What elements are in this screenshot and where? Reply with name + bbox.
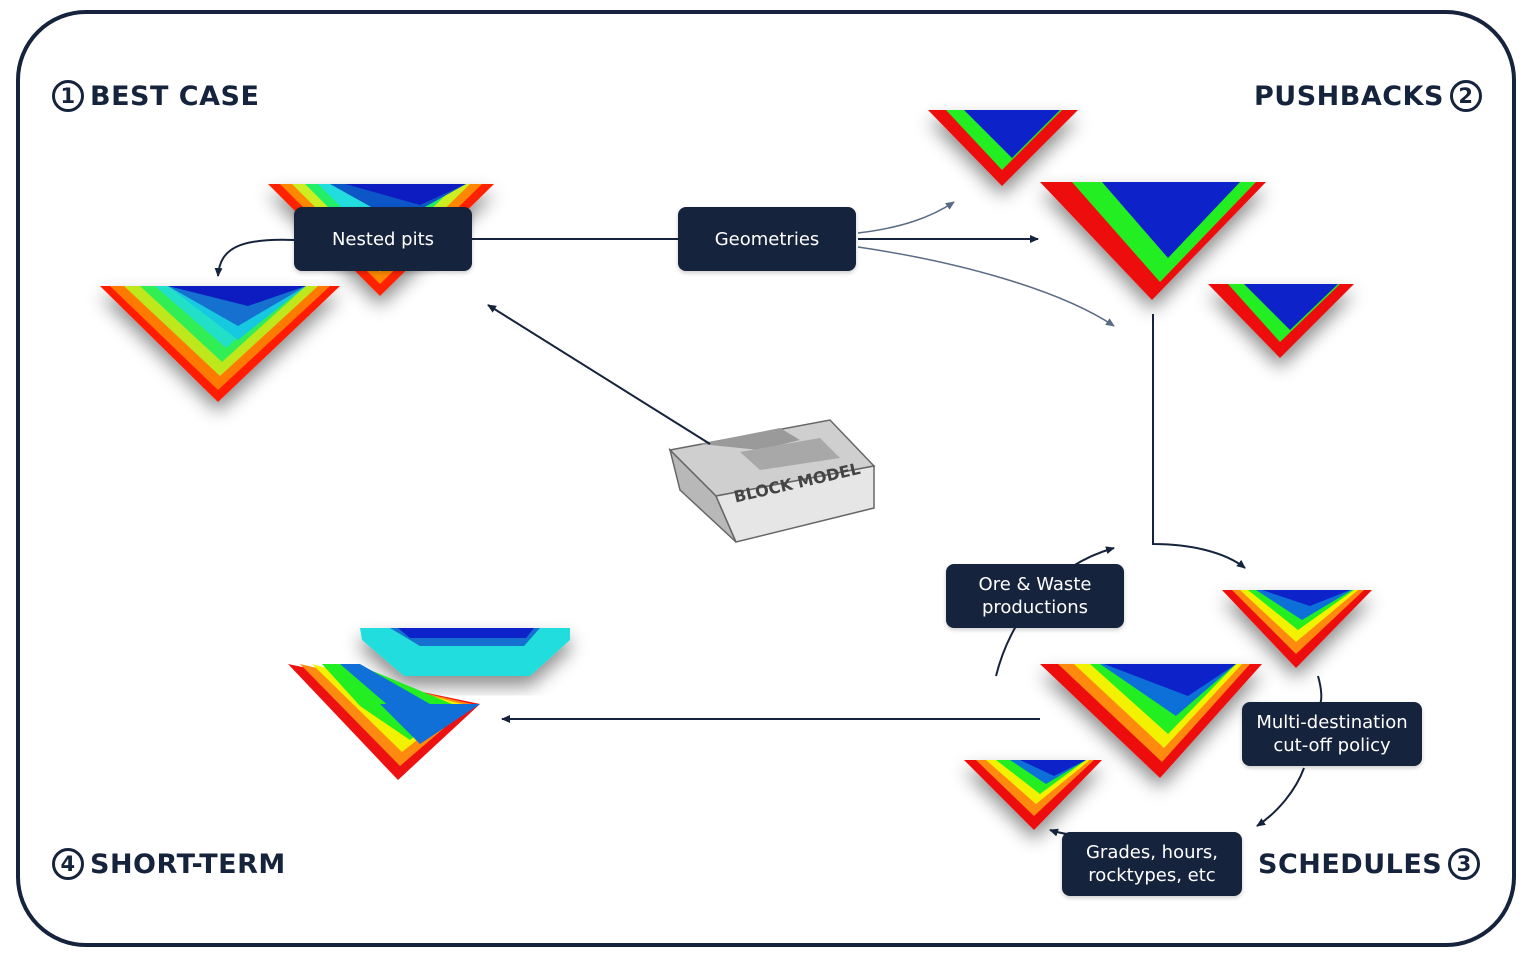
stage-number-1: 1 [52, 80, 84, 112]
grades-label-line1: Grades, hours, [1085, 842, 1219, 863]
pushback-small-right [1208, 284, 1354, 358]
stage-label-schedules: SCHEDULES [1258, 848, 1443, 880]
short-term-pit [288, 664, 480, 780]
short-term-slab [360, 628, 570, 676]
stage-label-short-term: SHORT-TERM [90, 848, 286, 880]
stage-heading-short-term: 4 SHORT-TERM [52, 848, 286, 880]
pushback-large [1040, 182, 1266, 300]
geometries-label: Geometries [714, 228, 820, 250]
stage-number-3: 3 [1448, 848, 1481, 880]
schedule-pit-large [1040, 664, 1262, 778]
connector-lines-light [857, 201, 1115, 327]
ore-waste-label-line1: Ore & Waste [978, 574, 1092, 595]
stage-label-pushbacks: PUSHBACKS [1254, 80, 1444, 112]
ore-waste-box: Ore & Waste productions [946, 564, 1124, 628]
grades-label-line2: rocktypes, etc [1088, 865, 1216, 886]
multi-destination-box: Multi-destination cut-off policy [1242, 702, 1422, 766]
stage-number-2: 2 [1449, 80, 1482, 112]
stage-heading-pushbacks: PUSHBACKS 2 [1254, 80, 1482, 112]
stage-heading-best-case: 1 BEST CASE [52, 80, 259, 112]
nested-pits-front [100, 286, 340, 402]
pushback-small-top [928, 110, 1078, 186]
multi-destination-label-line2: cut-off policy [1273, 735, 1391, 756]
multi-destination-label-line1: Multi-destination [1256, 712, 1408, 733]
diagram-frame [16, 10, 1516, 947]
ore-waste-label-line2: productions [981, 597, 1089, 618]
geometries-box: Geometries [678, 207, 856, 271]
stage-number-4: 4 [52, 848, 84, 880]
stage-heading-schedules: SCHEDULES 3 [1258, 848, 1481, 880]
block-model-icon [668, 419, 876, 543]
schedule-pit-small [964, 760, 1102, 830]
schedule-pit-top [1222, 590, 1372, 668]
nested-pits-box: Nested pits [294, 207, 472, 271]
stage-label-best-case: BEST CASE [90, 80, 260, 112]
nested-pits-label: Nested pits [331, 228, 435, 250]
grades-box: Grades, hours, rocktypes, etc [1062, 832, 1242, 896]
